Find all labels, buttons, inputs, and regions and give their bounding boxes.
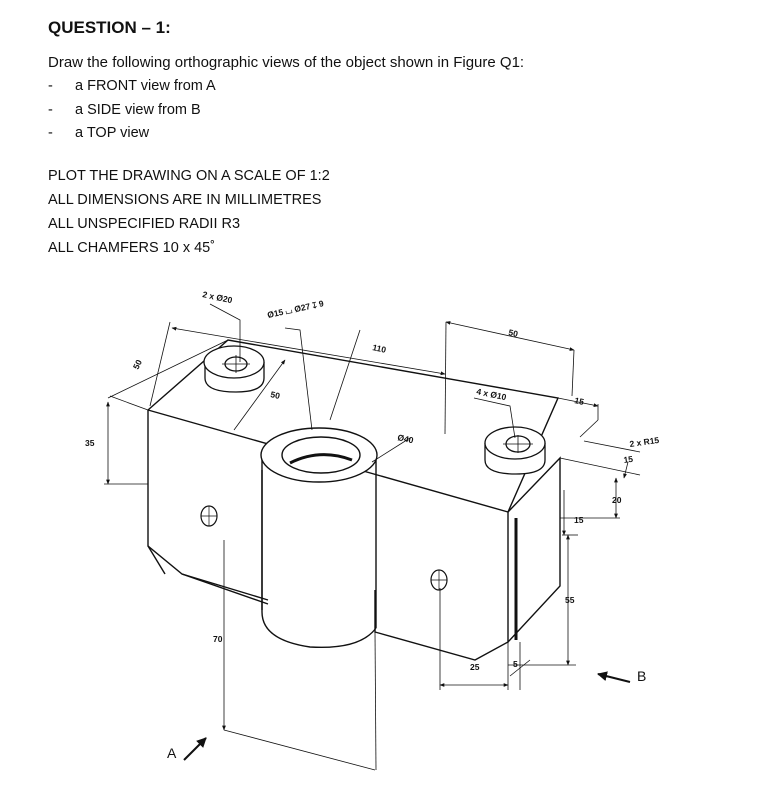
cylinder-bottom [261,611,377,649]
right-boss-centerline [503,435,533,453]
question-intro: Draw the following orthographic views of… [48,54,525,71]
view-item-top: - a TOP view [48,125,216,149]
label-a: A [167,745,177,761]
dim-25: 25 [470,662,480,672]
view-labels: A B [167,668,646,761]
front-face-chamfer-edge [181,573,269,601]
front-right-face [374,512,509,661]
arrow-b [597,671,631,683]
dim-70: 70 [213,634,223,644]
arrow-a [183,737,207,761]
view-item-label: a FRONT view from A [75,78,216,94]
dim-50-left: 50 [131,358,144,371]
dim-15-top: 15 [574,395,586,407]
note-units: ALL DIMENSIONS ARE IN MILLIMETRES [48,192,322,208]
dim-cbore: Ø15 ⌴ Ø27 ↧ 9 [266,298,324,320]
object-outline [147,339,561,661]
label-b: B [637,668,646,684]
dim-15-mid: 15 [574,515,584,525]
bullet-dash: - [48,125,53,141]
dim-20: 20 [612,495,622,505]
dimension-lines [104,303,641,771]
front-hole-left-center [201,506,217,526]
view-arrows [183,671,631,761]
dim-15-right: 15 [623,454,634,465]
front-left-face [147,410,269,605]
view-list: - a FRONT view from A - a SIDE view from B… [48,78,216,149]
dim-40: Ø40 [397,432,415,445]
note-radii: ALL UNSPECIFIED RADII R3 [48,216,241,232]
view-item-label: a SIDE view from B [75,101,201,118]
chamfer-left [147,545,166,575]
note-chamfers: ALL CHAMFERS 10 x 45˚ [48,240,216,256]
note-scale: PLOT THE DRAWING ON A SCALE OF 1:2 [48,168,330,184]
front-hole-right-center [431,570,447,590]
right-boss [484,426,546,475]
boss-inner-shadow [289,453,353,465]
right-side-face [507,456,561,643]
view-item-side: - a SIDE view from B [48,102,216,126]
left-boss [203,345,265,393]
bullet-dash: - [48,78,53,94]
central-boss [260,427,378,483]
dim-50-top: 50 [508,327,520,339]
bullet-dash: - [48,101,53,118]
dim-2x20: 2 x Ø20 [202,289,234,305]
dim-55: 55 [565,595,575,605]
view-item-label: a TOP view [75,125,150,141]
front-holes [200,505,448,591]
dim-50-inner: 50 [270,389,282,401]
drawing-notes: PLOT THE DRAWING ON A SCALE OF 1:2 ALL D… [48,168,330,264]
question-title: QUESTION – 1: [48,18,171,37]
dimension-text: 2 x Ø20 Ø15 ⌴ Ø27 ↧ 9 110 50 50 50 4 x Ø… [85,289,660,672]
dim-5: 5 [513,659,518,669]
view-item-front: - a FRONT view from A [48,78,216,102]
dim-35: 35 [85,438,95,448]
dim-110: 110 [372,342,388,355]
dim-r15: 2 x R15 [629,435,660,449]
